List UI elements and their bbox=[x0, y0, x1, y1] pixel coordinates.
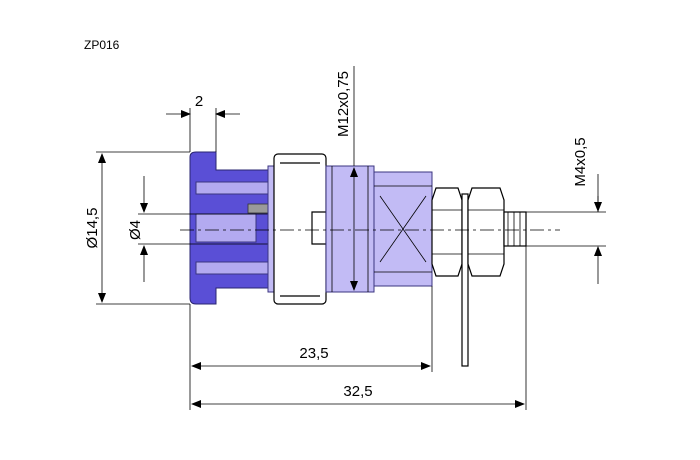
dim-bore-diameter: Ø4 bbox=[127, 176, 248, 282]
thread-section bbox=[325, 165, 375, 293]
stud-nut-2 bbox=[467, 187, 505, 277]
part-code-label: ZP016 bbox=[84, 38, 120, 52]
dim-length-short-label: 23,5 bbox=[299, 345, 328, 362]
dim-main-thread-label: M12x0,75 bbox=[335, 71, 352, 137]
dim-stud-thread-label: M4x0,5 bbox=[572, 137, 589, 186]
dim-main-thread: M12x0,75 bbox=[335, 66, 358, 291]
stud-nut-1 bbox=[431, 187, 463, 277]
dim-length-short: 23,5 bbox=[189, 286, 433, 410]
head-stripe-bottom bbox=[195, 261, 269, 275]
dim-outer-diameter: Ø14,5 bbox=[84, 151, 190, 305]
dim-bore-diameter-label: Ø4 bbox=[127, 220, 144, 240]
bore-insert bbox=[247, 203, 271, 214]
dim-head-width-label: 2 bbox=[195, 93, 203, 110]
head-stripe-top bbox=[195, 181, 269, 195]
head-stripe-mid bbox=[195, 213, 257, 243]
dim-head-width: 2 bbox=[166, 93, 240, 152]
clamping-ring bbox=[273, 153, 327, 305]
dim-stud-thread: M4x0,5 bbox=[526, 137, 606, 284]
dim-length-total-label: 32,5 bbox=[343, 383, 372, 400]
solder-lug bbox=[461, 193, 469, 367]
dim-length-total: 32,5 bbox=[191, 246, 527, 410]
hex-cross-2 bbox=[379, 195, 427, 263]
terminal-component bbox=[189, 151, 527, 367]
dim-outer-diameter-label: Ø14,5 bbox=[84, 208, 101, 249]
threaded-stud bbox=[503, 211, 527, 247]
